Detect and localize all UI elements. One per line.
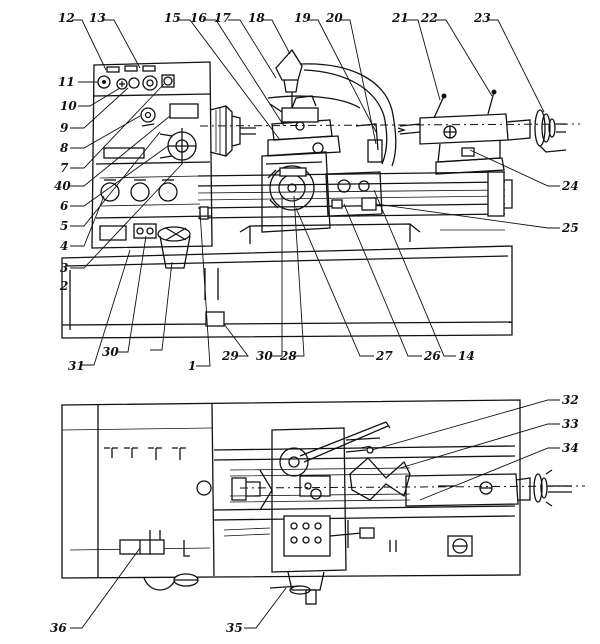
spindle-chuck <box>209 105 256 157</box>
callout-36: 36 <box>50 621 67 635</box>
callout-21: 21 <box>391 11 409 25</box>
callout-15: 15 <box>164 11 181 25</box>
callout-7: 7 <box>60 161 69 175</box>
callout-3: 3 <box>60 261 68 275</box>
callout-30: 30 <box>102 345 119 359</box>
callout-labels: 12 13 11 10 9 8 7 40 6 5 4 3 3 2 31 30 1… <box>50 11 579 635</box>
callout-17: 17 <box>214 11 231 25</box>
callout-1: 1 <box>188 359 196 373</box>
callout-11: 11 <box>58 75 75 89</box>
callout-31: 31 <box>68 359 85 373</box>
callout-24: 24 <box>561 179 579 193</box>
carriage-apron <box>261 48 397 233</box>
callout-33: 33 <box>562 417 579 431</box>
callout-27: 27 <box>375 349 393 363</box>
front-center-line <box>199 123 581 127</box>
callout-30b: 30 <box>256 349 273 363</box>
callout-20: 20 <box>325 11 343 25</box>
callout-35: 35 <box>226 621 243 635</box>
bed-ways <box>197 171 513 220</box>
callout-9: 9 <box>60 121 69 135</box>
callout-26: 26 <box>423 349 441 363</box>
callout-18: 18 <box>248 11 265 25</box>
callout-12: 12 <box>58 11 75 25</box>
callout-34: 34 <box>562 441 579 455</box>
callout-4: 4 <box>60 239 68 253</box>
callout-8: 8 <box>60 141 69 155</box>
callout-16: 16 <box>190 11 207 25</box>
callout-2: 2 <box>59 279 68 293</box>
front-view <box>61 48 581 339</box>
tailstock <box>397 89 567 175</box>
callout-25: 25 <box>561 221 579 235</box>
bed-base <box>61 223 513 339</box>
callout-29: 29 <box>221 349 239 363</box>
callout-40: 40 <box>54 179 71 193</box>
callout-22: 22 <box>420 11 438 25</box>
callout-28: 28 <box>279 349 297 363</box>
callout-10: 10 <box>60 99 77 113</box>
leader-lines <box>70 19 560 629</box>
callout-23: 23 <box>473 11 491 25</box>
callout-6: 6 <box>60 199 69 213</box>
callout-14: 14 <box>458 349 475 363</box>
callout-19: 19 <box>294 11 311 25</box>
callout-5: 5 <box>60 219 68 233</box>
top-view <box>61 399 586 605</box>
callout-32: 32 <box>562 393 579 407</box>
callout-13: 13 <box>89 11 106 25</box>
